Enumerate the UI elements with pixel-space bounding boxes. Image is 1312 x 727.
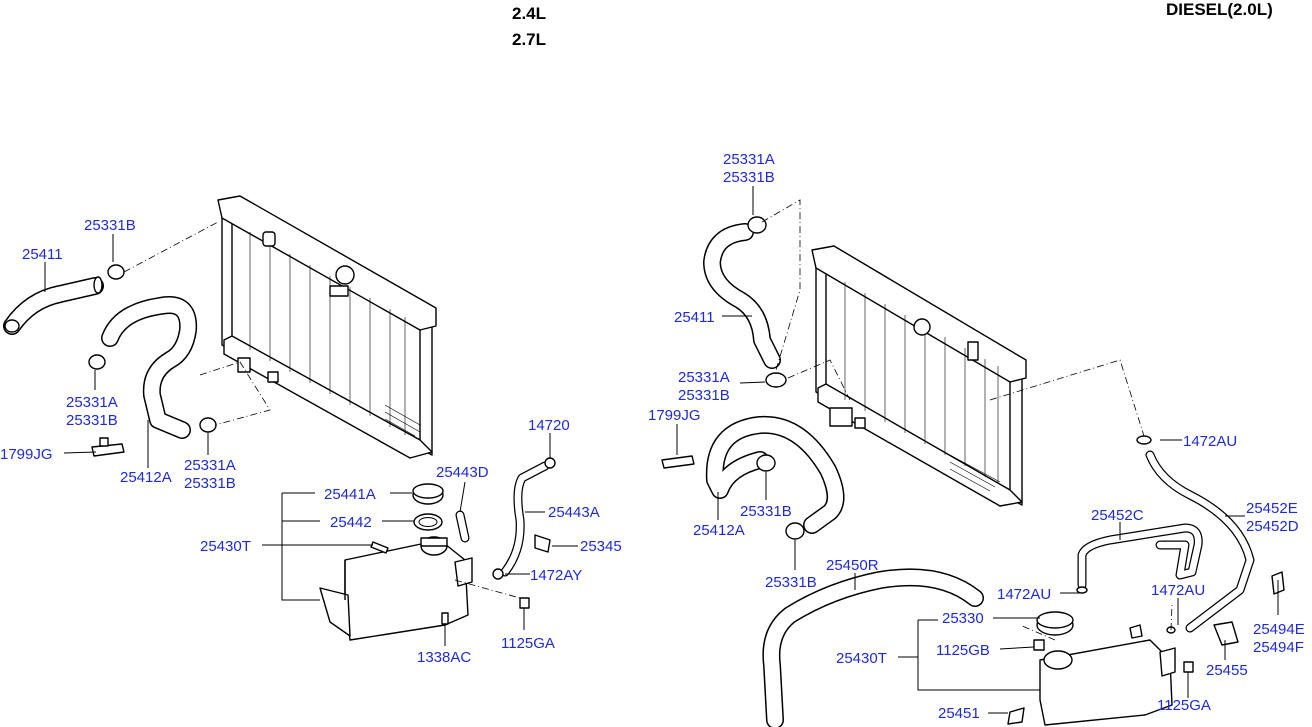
left-cap-and-seal — [412, 483, 444, 531]
right-part-25331a-top[interactable]: 25331A — [723, 151, 775, 168]
right-part-1472au-top[interactable]: 1472AU — [1183, 433, 1237, 450]
right-clamps — [747, 216, 805, 540]
right-hose-25452e — [1136, 435, 1255, 633]
right-part-1125ga[interactable]: 1125GA — [1157, 697, 1211, 714]
right-overflow-hose-25450r — [762, 568, 984, 727]
left-overflow-hoses — [441, 457, 556, 625]
right-part-25494f[interactable]: 25494F — [1253, 639, 1304, 656]
left-part-1338ac[interactable]: 1338AC — [417, 649, 471, 666]
left-upper-hose — [3, 276, 104, 335]
left-part-25411[interactable]: 25411 — [22, 246, 63, 263]
right-clip-1799jg — [661, 455, 695, 469]
right-part-25455[interactable]: 25455 — [1206, 662, 1248, 679]
left-radiator — [217, 195, 437, 459]
engine-label-2-7l: 2.7L — [512, 30, 547, 49]
left-part-1125ga[interactable]: 1125GA — [501, 635, 555, 652]
left-part-25442[interactable]: 25442 — [330, 514, 372, 531]
left-part-25331b-low[interactable]: 25331B — [184, 475, 236, 492]
right-radiator — [811, 245, 1027, 507]
right-dashed-guides — [761, 199, 1173, 641]
left-part-25412a[interactable]: 25412A — [120, 469, 172, 486]
left-part-25345[interactable]: 25345 — [580, 538, 622, 555]
left-part-1799jg[interactable]: 1799JG — [0, 446, 53, 463]
right-part-1125gb[interactable]: 1125GB — [936, 642, 990, 659]
right-part-25452c[interactable]: 25452C — [1091, 507, 1144, 524]
right-part-1472au-left[interactable]: 1472AU — [997, 586, 1051, 603]
right-part-25450r[interactable]: 25450R — [826, 557, 879, 574]
left-part-25443d[interactable]: 25443D — [436, 464, 489, 481]
right-part-1472au-right[interactable]: 1472AU — [1151, 582, 1205, 599]
left-part-1472ay[interactable]: 1472AY — [530, 567, 582, 584]
right-reservoir-tank — [1007, 571, 1285, 726]
right-lower-hose — [705, 415, 845, 534]
left-part-25443a[interactable]: 25443A — [548, 504, 600, 521]
right-part-25494e[interactable]: 25494E — [1253, 621, 1305, 638]
left-part-25430t[interactable]: 25430T — [200, 538, 251, 555]
left-part-25331b-mid[interactable]: 25331B — [66, 412, 118, 429]
right-hose-25452c — [1077, 523, 1203, 590]
right-part-25331b-low[interactable]: 25331B — [765, 574, 817, 591]
engine-label-2-4l: 2.4L — [512, 4, 547, 23]
right-part-25452d[interactable]: 25452D — [1246, 518, 1299, 535]
right-upper-hose — [703, 223, 781, 369]
right-part-25451[interactable]: 25451 — [938, 705, 980, 722]
engine-label-diesel: DIESEL(2.0L) — [1166, 0, 1273, 19]
left-part-25331b-top[interactable]: 25331B — [84, 217, 136, 234]
right-part-1799jg[interactable]: 1799JG — [648, 407, 701, 424]
right-part-25411[interactable]: 25411 — [674, 309, 715, 326]
left-lower-hose — [101, 296, 198, 439]
right-part-25331b-mid[interactable]: 25331B — [678, 387, 730, 404]
right-leader-lines — [676, 186, 1279, 714]
left-dashed-guides — [123, 221, 521, 599]
right-part-25452e[interactable]: 25452E — [1246, 500, 1298, 517]
right-part-25331b-top[interactable]: 25331B — [723, 169, 775, 186]
left-part-25441a[interactable]: 25441A — [324, 486, 376, 503]
left-part-25331a[interactable]: 25331A — [66, 394, 118, 411]
left-part-25331a-low[interactable]: 25331A — [184, 457, 236, 474]
right-part-25412a[interactable]: 25412A — [693, 522, 745, 539]
right-part-25331a-mid[interactable]: 25331A — [678, 369, 730, 386]
right-part-25330[interactable]: 25330 — [942, 610, 984, 627]
left-reservoir-tank — [319, 536, 473, 641]
left-part-14720[interactable]: 14720 — [528, 417, 570, 434]
left-leader-lines — [44, 234, 578, 646]
left-clip-1799jg — [91, 437, 125, 457]
right-part-25430t[interactable]: 25430T — [836, 650, 887, 667]
right-part-25331b-clamp[interactable]: 25331B — [740, 503, 792, 520]
